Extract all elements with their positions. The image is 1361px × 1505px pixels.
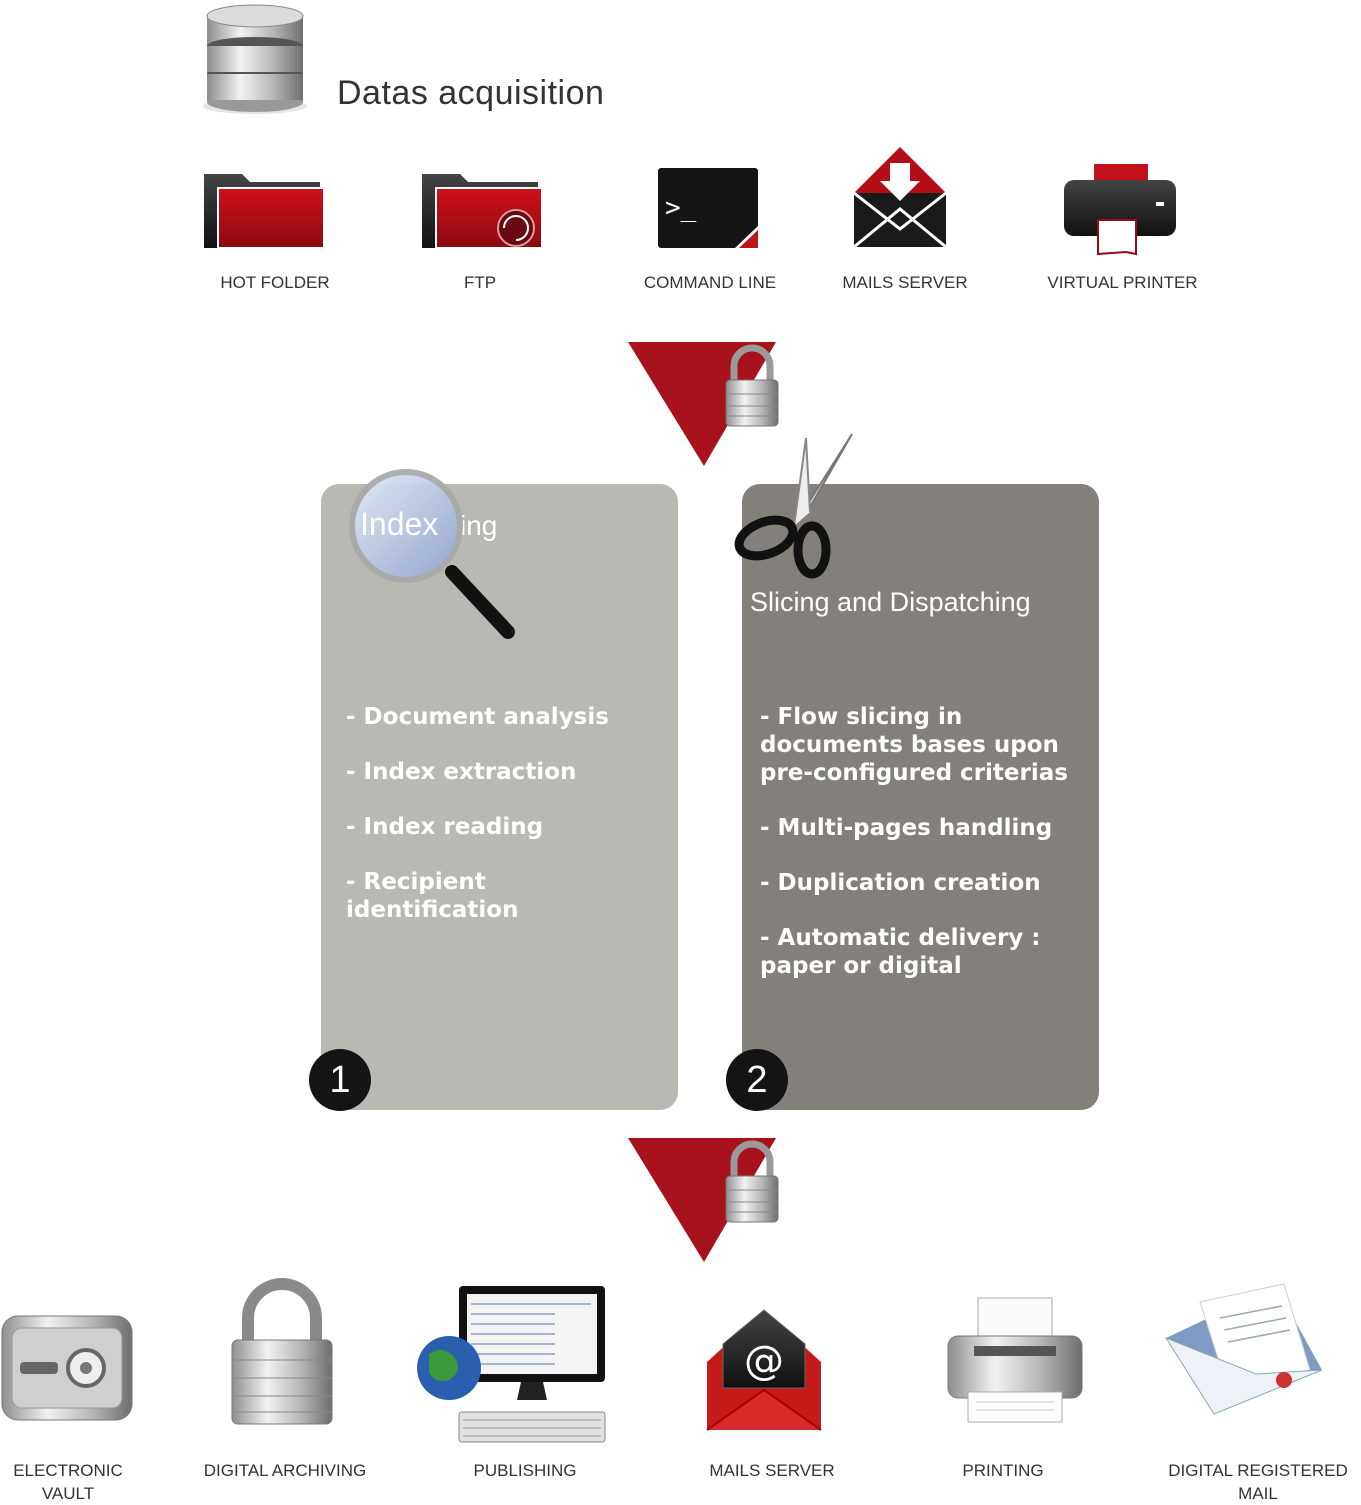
printer-icon — [1064, 164, 1176, 256]
label-line: ELECTRONIC — [13, 1461, 123, 1480]
hot-folder-icon — [204, 174, 325, 249]
input-label-ftp: FTP — [463, 273, 497, 292]
terminal-icon: >_ — [658, 168, 758, 248]
label-line: MAIL — [1238, 1484, 1278, 1503]
label-line: DIGITAL REGISTERED — [1168, 1461, 1348, 1480]
output-label-printing: PRINTING — [962, 1461, 1044, 1480]
mail-download-icon — [853, 147, 947, 249]
bullet-item: - Flow slicing in documents bases upon p… — [760, 704, 1068, 786]
magnifier-icon — [349, 469, 515, 639]
bullet-item: - Document analysis — [346, 704, 609, 730]
safe-icon — [1, 1315, 133, 1421]
slicing-title: Slicing and Dispatching — [750, 587, 1031, 617]
slicing-step-card — [742, 484, 1099, 1110]
padlock-icon — [231, 1278, 333, 1425]
flow-arrow-down — [628, 342, 776, 466]
label-line: VAULT — [41, 1484, 95, 1503]
input-label-mails-server: MAILS SERVER — [842, 273, 968, 292]
slicing-bullets: - Flow slicing in documents bases upon p… — [760, 703, 1100, 1007]
input-label-virtual-printer: VIRTUAL PRINTER — [1047, 273, 1198, 292]
svg-text:@: @ — [744, 1338, 784, 1384]
registered-mail-icon — [1164, 1283, 1323, 1415]
step-number-badge: 2 — [726, 1049, 788, 1111]
step-number-badge: 1 — [309, 1049, 371, 1111]
email-at-icon: @ — [706, 1309, 822, 1431]
scissors-icon — [734, 433, 853, 579]
computer-globe-icon — [417, 1286, 606, 1443]
bullet-item: - Recipient identification — [346, 869, 519, 923]
output-label-electronic-vault: ELECTRONIC VAULT — [0, 1459, 136, 1505]
input-label-hot-folder: HOT FOLDER — [220, 273, 330, 292]
output-label-publishing: PUBLISHING — [473, 1461, 577, 1480]
bullet-item: - Index reading — [346, 814, 544, 840]
indexing-title-overlay: Index — [360, 506, 439, 542]
bullet-item: - Index extraction — [346, 759, 577, 785]
bullet-item: - Automatic delivery : paper or digital — [760, 925, 1041, 979]
bullet-item: - Multi-pages handling — [760, 815, 1053, 841]
lock-icon — [725, 344, 779, 427]
input-label-command-line: COMMAND LINE — [643, 273, 777, 292]
indexing-step-card — [321, 484, 678, 1110]
svg-text:>_: >_ — [665, 193, 697, 223]
flow-arrow-down — [628, 1138, 776, 1262]
indexing-title-suffix: ing — [460, 510, 498, 541]
indexing-bullets: - Document analysis - Index extraction -… — [346, 703, 666, 951]
lock-icon — [725, 1140, 779, 1223]
database-icon — [203, 4, 307, 114]
ftp-folder-icon — [422, 174, 543, 249]
bullet-item: - Duplication creation — [760, 870, 1041, 896]
output-label-digital-archiving: DIGITAL ARCHIVING — [203, 1461, 367, 1480]
page-title: Datas acquisition — [337, 74, 605, 112]
output-label-mails-server: MAILS SERVER — [709, 1461, 835, 1480]
printer-icon — [947, 1297, 1083, 1423]
output-label-digital-registered-mail: DIGITAL REGISTERED MAIL — [1155, 1459, 1361, 1505]
